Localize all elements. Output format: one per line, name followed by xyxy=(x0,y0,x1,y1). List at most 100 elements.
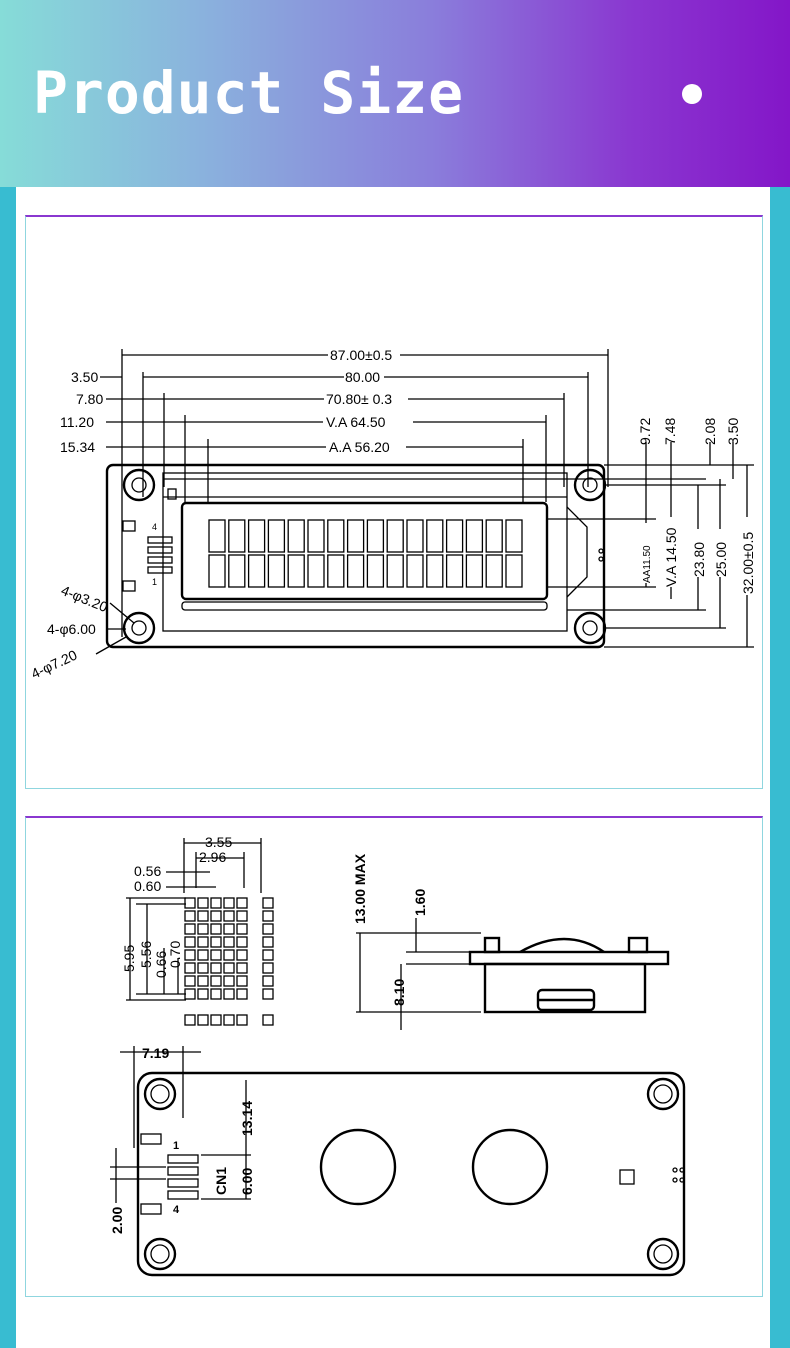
char-cell xyxy=(346,519,365,553)
char-dot xyxy=(210,949,222,961)
back-7-19: 7.19 xyxy=(142,1045,169,1061)
char-dot xyxy=(262,962,274,974)
char-0-56: 0.56 xyxy=(134,863,161,879)
back-outline xyxy=(136,1071,686,1277)
char-dot xyxy=(197,897,209,909)
char-cell xyxy=(406,554,424,588)
char-dot xyxy=(210,923,222,935)
dim-overall-width: 87.00±0.5 xyxy=(330,347,392,363)
char-cell xyxy=(346,554,365,588)
char-dot xyxy=(197,975,209,987)
back-pin-4: 4 xyxy=(173,1204,180,1216)
back-connector xyxy=(167,1154,199,1200)
char-cell xyxy=(505,554,523,588)
char-cell xyxy=(267,554,286,588)
char-dot xyxy=(184,962,196,974)
char-dot xyxy=(210,1014,222,1026)
back-pad xyxy=(619,1169,635,1185)
char-dot xyxy=(223,949,235,961)
char-dot xyxy=(223,910,235,922)
back-13-14: 13.14 xyxy=(239,1101,255,1136)
pin-header xyxy=(147,536,173,574)
char-dot xyxy=(184,949,196,961)
char-cell xyxy=(465,519,484,553)
left-11-20: 11.20 xyxy=(60,414,94,430)
char-dot xyxy=(236,975,248,987)
back-cn1: CN1 xyxy=(213,1167,229,1195)
char-dot xyxy=(262,923,274,935)
char-cell xyxy=(307,554,325,588)
hole-mid: 4-φ6.00 xyxy=(47,621,96,637)
char-dot xyxy=(236,949,248,961)
char-cell xyxy=(485,519,503,553)
side-1-60: 1.60 xyxy=(412,889,428,916)
dim-aa-height: AA11.50 xyxy=(642,545,653,583)
char-detail-grid xyxy=(184,897,274,1026)
char-dot xyxy=(223,975,235,987)
page-title: Product Size xyxy=(33,59,465,127)
char-dot xyxy=(184,923,196,935)
dim-hole-spacing: 80.00 xyxy=(345,369,380,385)
char-cell xyxy=(307,519,325,553)
char-cell xyxy=(287,554,305,588)
dim-aa-width: A.A 56.20 xyxy=(329,439,390,455)
front-view-panel: 4 1 87.00±0.5 80.00 70.80± 0.3 V.A 64.50… xyxy=(25,215,763,789)
char-dot xyxy=(262,988,274,1000)
top-9-72: 9.72 xyxy=(637,418,653,445)
char-dot xyxy=(197,910,209,922)
char-cell xyxy=(366,519,385,553)
char-dot xyxy=(262,936,274,948)
dim-23-80: 23.80 xyxy=(691,542,707,577)
char-dot xyxy=(236,962,248,974)
char-dot xyxy=(184,936,196,948)
back-6-00: 6.00 xyxy=(239,1168,255,1195)
char-cell xyxy=(485,554,503,588)
side-13-max: 13.00 MAX xyxy=(352,853,368,924)
side-8-10: 8.10 xyxy=(391,979,407,1006)
back-pin-1: 1 xyxy=(173,1140,179,1152)
char-dot xyxy=(223,1014,235,1026)
side-view xyxy=(468,936,670,1014)
front-view-drawing: 4 1 87.00±0.5 80.00 70.80± 0.3 V.A 64.50… xyxy=(29,347,756,682)
char-cell xyxy=(465,554,484,588)
char-0-66: 0.66 xyxy=(153,951,169,978)
pad-top xyxy=(122,520,136,532)
back-2-00: 2.00 xyxy=(109,1207,125,1234)
detail-panel: 3.55 2.96 0.56 0.60 5.95 5.56 0.66 0.70 … xyxy=(25,816,763,1297)
char-dot xyxy=(197,923,209,935)
char-cell xyxy=(327,554,345,588)
char-dot xyxy=(210,988,222,1000)
dim-va-width: V.A 64.50 xyxy=(326,414,386,430)
char-dot xyxy=(184,1014,196,1026)
hole-inner: 4-φ3.20 xyxy=(59,582,110,615)
char-cell xyxy=(366,554,385,588)
char-dot xyxy=(210,962,222,974)
dim-va-height: V.A 14.50 xyxy=(663,527,679,587)
left-7-80: 7.80 xyxy=(76,391,103,407)
pin-4-label: 4 xyxy=(152,522,157,532)
char-dot xyxy=(210,910,222,922)
char-5-56: 5.56 xyxy=(138,941,154,968)
header-banner: Product Size xyxy=(0,0,790,187)
detail-drawing: 3.55 2.96 0.56 0.60 5.95 5.56 0.66 0.70 … xyxy=(109,834,686,1277)
character-cells xyxy=(208,519,523,588)
char-dot xyxy=(236,1014,248,1026)
char-dot xyxy=(223,897,235,909)
module-outline xyxy=(105,463,606,649)
dot-decoration xyxy=(682,84,702,104)
char-dot xyxy=(210,936,222,948)
char-dot xyxy=(197,988,209,1000)
char-cell xyxy=(208,554,226,588)
pin-1-label: 1 xyxy=(152,577,157,587)
char-dot xyxy=(262,910,274,922)
char-dot xyxy=(236,897,248,909)
bottom-strip xyxy=(181,601,548,611)
char-0-60: 0.60 xyxy=(134,878,161,894)
left-3-50: 3.50 xyxy=(71,369,98,385)
char-dot xyxy=(236,923,248,935)
char-cell xyxy=(247,554,266,588)
chip-blob-right xyxy=(471,1128,549,1206)
dim-overall-height: 32.00±0.5 xyxy=(740,532,756,594)
char-cell xyxy=(228,519,246,553)
connector-edge xyxy=(566,506,588,598)
